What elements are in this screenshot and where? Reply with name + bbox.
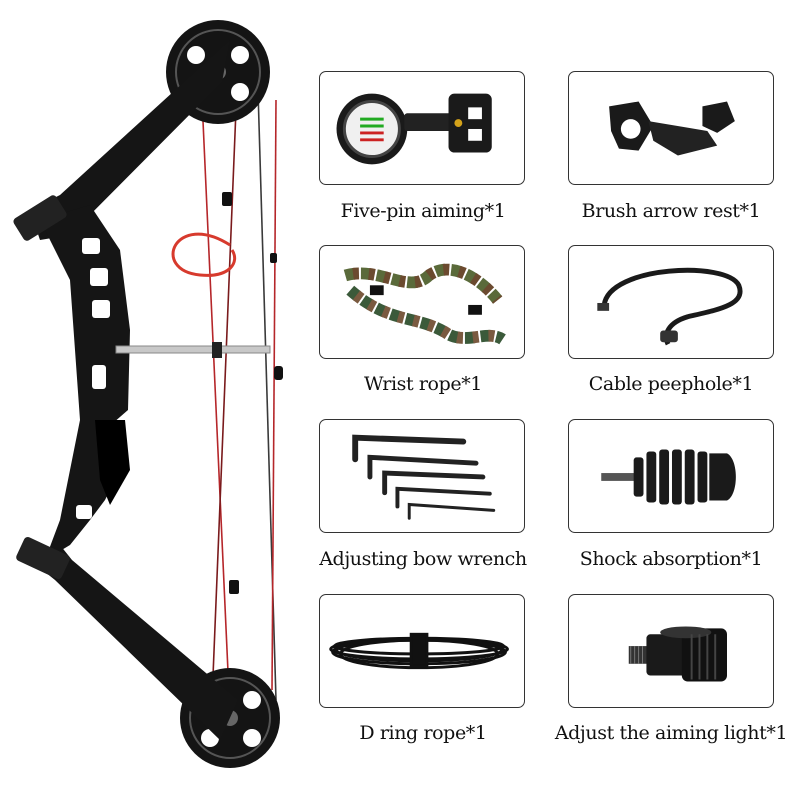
stabilizer-card [568, 419, 774, 533]
stabilizer-label: Shock absorption*1 [579, 548, 763, 570]
d-loop-rope-icon [329, 632, 509, 670]
bow-strings [199, 54, 277, 761]
hex-wrench-card [319, 419, 525, 533]
wrist-rope-card [319, 245, 525, 359]
sight-light-icon [628, 626, 727, 682]
five-pin-sight-icon [336, 93, 492, 165]
arrow-rest-bar [115, 342, 271, 358]
compound-bow-image [13, 20, 283, 768]
limb-pockets [13, 195, 70, 580]
d-loop-rope-label: D ring rope*1 [359, 722, 487, 744]
string-beads [222, 192, 283, 594]
string-loop [171, 232, 237, 277]
five-pin-sight-card [319, 71, 525, 185]
peep-sight-icon [597, 267, 743, 346]
bow-limbs [30, 40, 238, 740]
five-pin-sight-label: Five-pin aiming*1 [340, 200, 506, 222]
sight-light-card [568, 594, 774, 708]
sight-light-label: Adjust the aiming light*1 [554, 722, 788, 744]
stabilizer-icon [601, 449, 736, 505]
arrow-rest-card [568, 71, 774, 185]
bow-riser [40, 205, 130, 560]
peep-sight-card [568, 245, 774, 359]
arrow-rest-icon [609, 101, 735, 156]
arrow-rest-label: Brush arrow rest*1 [581, 200, 761, 222]
wrist-rope-label: Wrist rope*1 [364, 373, 482, 395]
hex-wrench-icon [352, 434, 496, 520]
peep-sight-label: Cable peephole*1 [588, 373, 754, 395]
hex-wrench-label: Adjusting bow wrench [319, 548, 527, 570]
d-loop-rope-card [319, 594, 525, 708]
wrist-rope-icon [343, 263, 506, 345]
